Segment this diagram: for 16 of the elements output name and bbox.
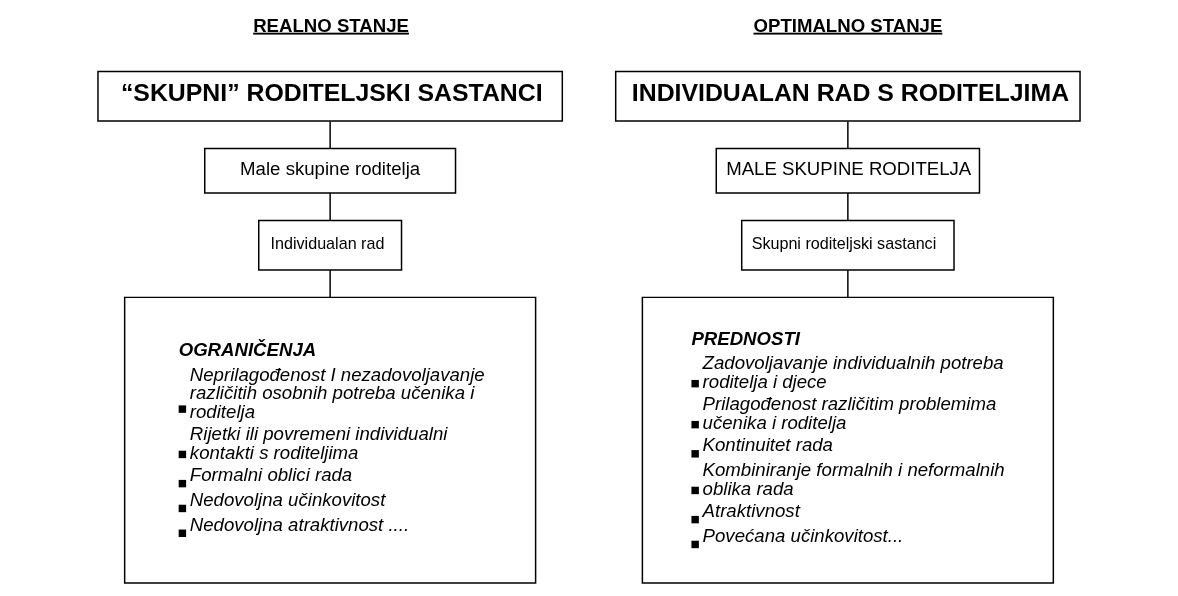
- connector: [329, 120, 331, 149]
- connector: [847, 192, 849, 222]
- label: OPTIMALNO STANJE: [753, 14, 943, 36]
- node-box: Skupni roditeljski sastanci: [740, 219, 955, 271]
- node-box: Individualan rad: [258, 219, 403, 271]
- node-box: MALE SKUPINE RODITELJA: [715, 147, 981, 194]
- node-box: INDIVIDUALAN RAD S RODITELJIMA: [614, 70, 1081, 122]
- label: REALNO STANJE: [253, 14, 409, 36]
- connector: [329, 192, 331, 222]
- node-box: OGRANIČENJA Neprilagođenost I nezadovoljavanje različitih osobnih potreba učenika i roditelja Rijetki ili povremeni individualni kontakti s roditeljima Formalni oblici rada Nedovoljna učinkovitost Nedovoljna atraktivnost ....: [123, 296, 537, 584]
- node-box: Male skupine roditelja: [204, 147, 457, 194]
- connector: [847, 269, 849, 298]
- connector: [847, 120, 849, 149]
- connector: [329, 269, 331, 298]
- node-box: “SKUPNI” RODITELJSKI SASTANCI: [97, 70, 564, 122]
- node-box: PREDNOSTI Zadovoljavanje individualnih potreba roditelja i djece Prilagođenost različitim problemima učenika i roditelja Kontinuitet rada Kombiniranje formalnih i neformalnih oblika rada Atraktivnost Povećana učinkovitost...: [641, 296, 1055, 584]
